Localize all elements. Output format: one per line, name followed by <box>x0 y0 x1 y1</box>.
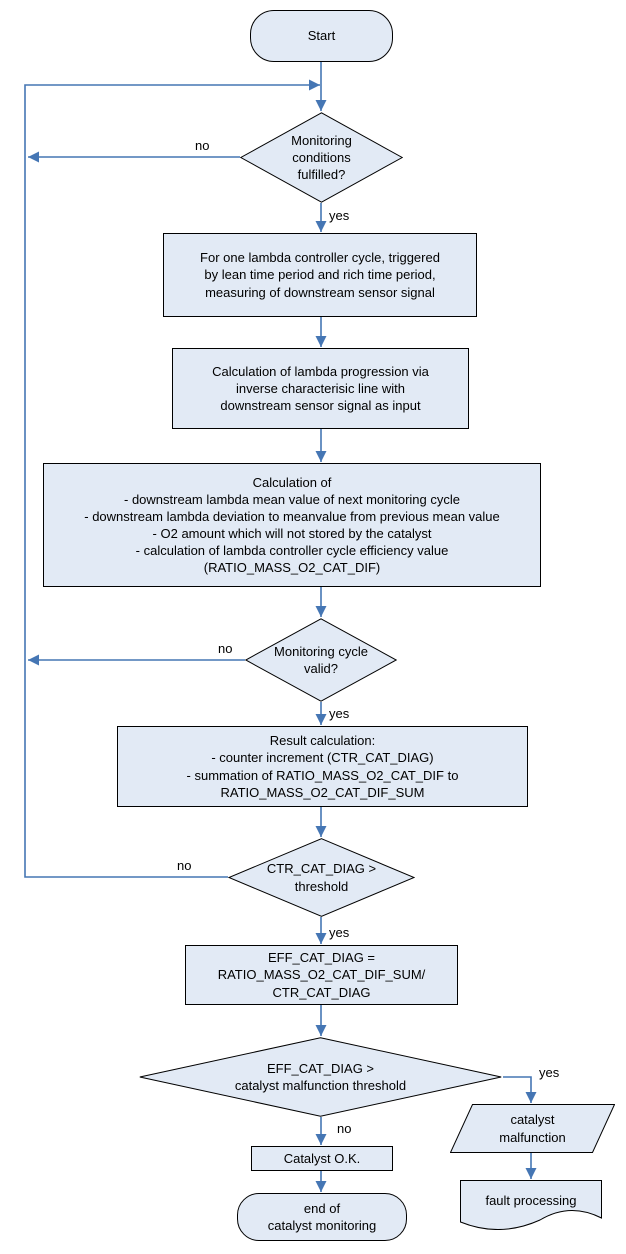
process-calculation: Calculation of - downstream lambda mean … <box>43 463 541 587</box>
diamond-shape <box>240 112 403 203</box>
process-catalyst-ok: Catalyst O.K. <box>251 1146 393 1171</box>
decision-counter-threshold: CTR_CAT_DIAG > threshold <box>228 838 415 917</box>
decision-cycle-valid: Monitoring cycle valid? <box>245 618 397 702</box>
start-terminator: Start <box>250 10 393 62</box>
decision-cycle-valid-label: Monitoring cycle valid? <box>274 643 368 676</box>
process-lambda-progression: Calculation of lambda progression via in… <box>172 348 469 429</box>
label-counter-no: no <box>177 858 192 873</box>
end-terminator-label: end of catalyst monitoring <box>267 1200 377 1233</box>
document-fault-processing: fault processing <box>460 1180 602 1230</box>
process-result-calculation-label: Result calculation: - counter increment … <box>186 733 459 800</box>
process-catalyst-ok-label: Catalyst O.K. <box>283 1150 361 1166</box>
decision-malfunction-threshold: EFF_CAT_DIAG > catalyst malfunction thre… <box>138 1037 503 1117</box>
label-malfunction-yes: yes <box>539 1065 560 1080</box>
parallelogram-shape <box>450 1104 615 1153</box>
io-catalyst-malfunction: catalyst malfunction <box>450 1104 615 1153</box>
process-efficiency: EFF_CAT_DIAG = RATIO_MASS_O2_CAT_DIF_SUM… <box>185 945 458 1005</box>
label-conditions-no: no <box>195 138 210 153</box>
label-counter-yes: yes <box>329 925 350 940</box>
process-measure-downstream: For one lambda controller cycle, trigger… <box>163 233 477 317</box>
end-terminator: end of catalyst monitoring <box>237 1193 407 1241</box>
label-cycle-no: no <box>218 641 233 656</box>
decision-monitoring-conditions-label: Monitoring conditions fulfilled? <box>291 132 352 183</box>
label-conditions-yes: yes <box>329 208 350 223</box>
start-label: Start <box>307 28 336 44</box>
diamond-shape <box>228 838 415 917</box>
process-calculation-label: Calculation of - downstream lambda mean … <box>84 474 500 576</box>
process-result-calculation: Result calculation: - counter increment … <box>117 726 528 807</box>
decision-malfunction-threshold-label: EFF_CAT_DIAG > catalyst malfunction thre… <box>234 1060 407 1093</box>
io-catalyst-malfunction-label: catalyst malfunction <box>499 1112 566 1145</box>
diamond-shape <box>245 618 397 702</box>
document-fault-processing-label: fault processing <box>485 1193 577 1209</box>
process-efficiency-label: EFF_CAT_DIAG = RATIO_MASS_O2_CAT_DIF_SUM… <box>217 950 426 1000</box>
edge-malfunction-yes <box>503 1076 537 1103</box>
decision-monitoring-conditions: Monitoring conditions fulfilled? <box>240 112 403 203</box>
decision-counter-threshold-label: CTR_CAT_DIAG > threshold <box>266 861 377 894</box>
process-lambda-progression-label: Calculation of lambda progression via in… <box>212 363 429 414</box>
label-cycle-yes: yes <box>329 706 350 721</box>
diamond-shape <box>138 1037 503 1117</box>
document-shape <box>460 1180 602 1230</box>
edge-feedback-loop <box>24 79 320 878</box>
process-measure-downstream-label: For one lambda controller cycle, trigger… <box>200 250 440 300</box>
label-malfunction-no: no <box>337 1121 352 1136</box>
